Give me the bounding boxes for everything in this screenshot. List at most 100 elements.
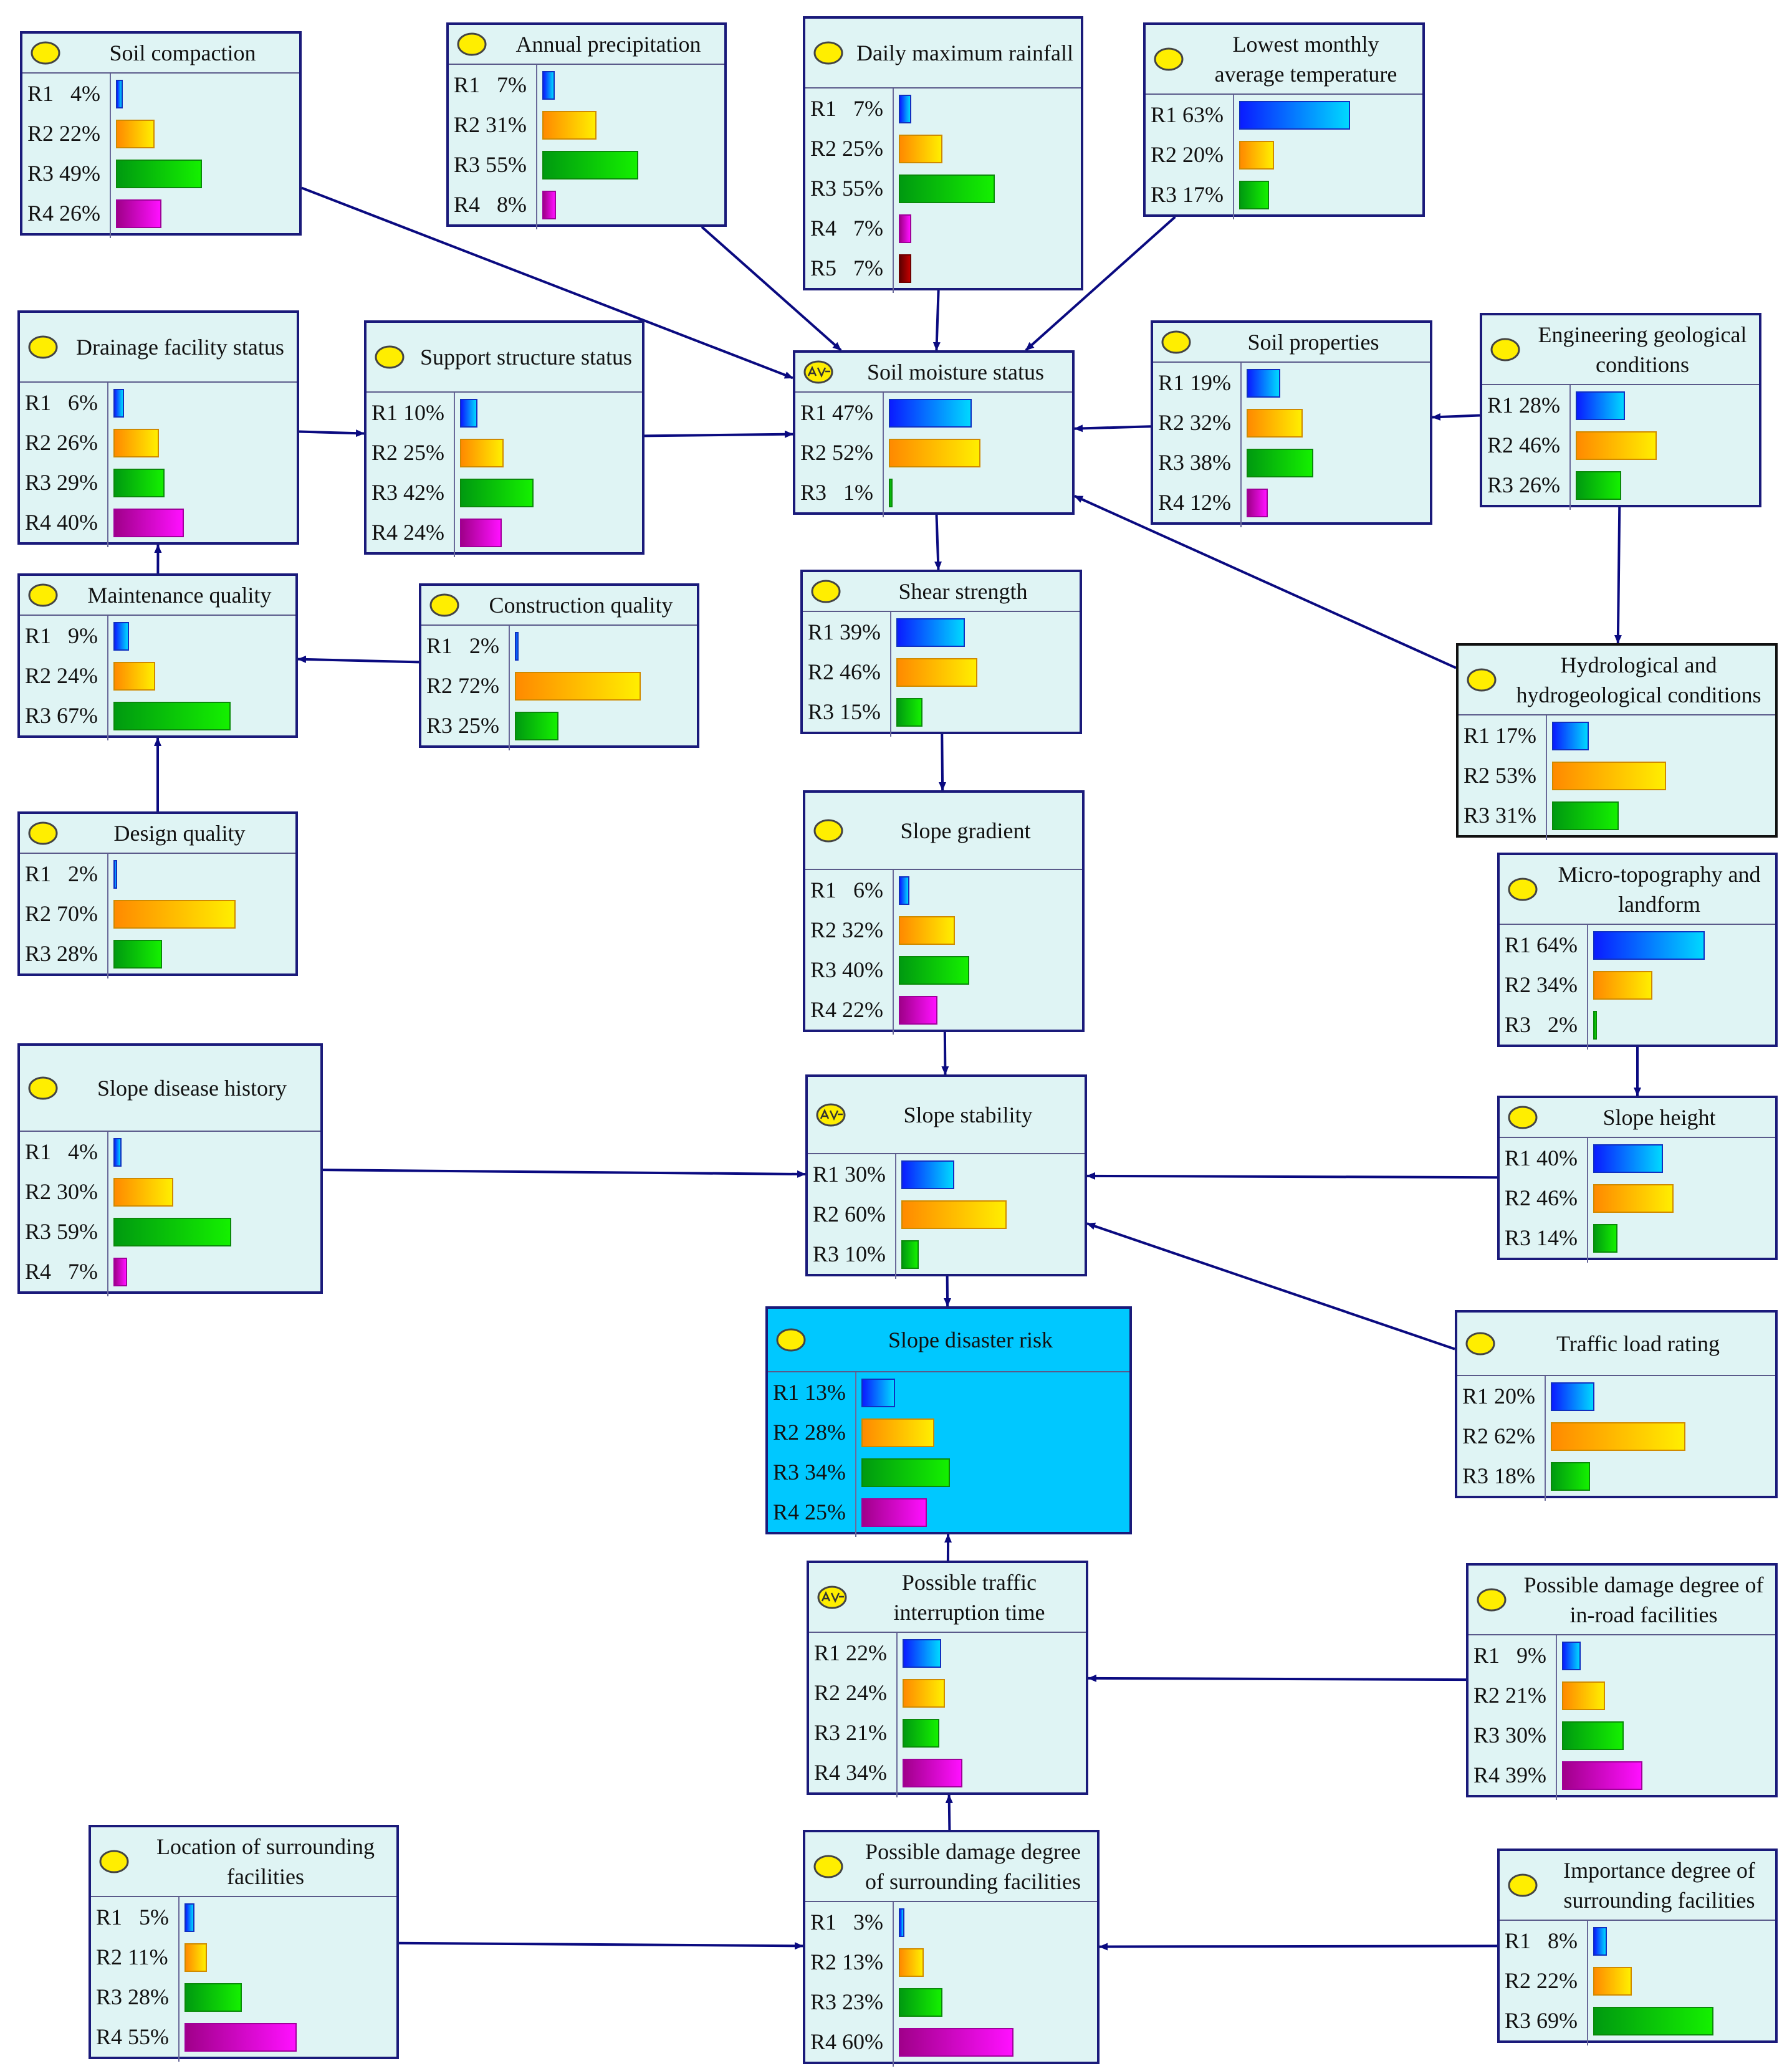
node-damage-surrounding-facilities[interactable]: Possible damage degree of surrounding fa…	[803, 1830, 1100, 2067]
state-row-r2: R2 20%	[1146, 135, 1422, 175]
probability-bar	[1593, 1927, 1607, 1956]
node-header: Micro-topography and landform	[1500, 855, 1775, 925]
state-row-r1: R1 9%	[20, 616, 295, 656]
node-damage-in-road-facilities[interactable]: Possible damage degree of in-road facili…	[1466, 1563, 1778, 1800]
state-label: R4 7%	[25, 1259, 98, 1284]
probability-bar	[901, 1160, 954, 1189]
node-title: Lowest monthly average temperature	[1214, 32, 1397, 87]
edge-engineering-geological-conditions-to-hydrological-conditions	[1614, 507, 1622, 644]
state-label: R1 10%	[371, 400, 444, 425]
state-label: R1 47%	[800, 400, 873, 425]
state-list: R1 2%R2 70%R3 28%	[20, 854, 295, 978]
probability-bar	[1239, 181, 1269, 209]
probability-bar	[460, 519, 502, 547]
state-label: R5 7%	[810, 256, 883, 280]
state-label: R2 13%	[810, 1949, 883, 1974]
node-header: Possible damage degree of in-road facili…	[1469, 1566, 1775, 1635]
state-label: R3 2%	[1505, 1012, 1578, 1037]
state-row-r3: R3 28%	[20, 934, 295, 973]
state-divider	[1546, 715, 1547, 840]
state-divider	[1545, 1376, 1546, 1501]
probability-bar	[1562, 1761, 1642, 1790]
state-list: R1 7%R2 31%R3 55%R4 8%	[449, 65, 724, 229]
probability-bar	[889, 439, 980, 467]
state-row-r4: R4 12%	[1153, 482, 1430, 522]
state-divider	[107, 383, 108, 547]
probability-bar	[1576, 431, 1657, 460]
probability-bar	[542, 71, 555, 100]
edge-traffic-load-rating-to-slope-stability	[1086, 1222, 1455, 1351]
state-label: R3 14%	[1505, 1225, 1578, 1250]
state-label: R3 23%	[810, 1989, 883, 2014]
state-row-r3: R3 59%	[20, 1212, 320, 1251]
av-icon	[816, 1103, 846, 1127]
state-label: R3 18%	[1462, 1463, 1535, 1488]
probability-bar	[113, 1218, 231, 1246]
state-row-r1: R1 63%	[1146, 95, 1422, 135]
state-row-r3: R3 1%	[795, 472, 1072, 512]
yellow-dot-icon	[813, 1855, 843, 1878]
state-row-r1: R1 8%	[1500, 1921, 1775, 1961]
state-row-r3: R3 49%	[22, 153, 299, 193]
state-row-r3: R3 28%	[91, 1977, 396, 2017]
edge-hydrological-conditions-to-soil-moisture-status	[1074, 495, 1457, 669]
state-label: R1 9%	[1473, 1643, 1546, 1668]
state-row-r2: R2 32%	[1153, 403, 1430, 442]
yellow-dot-icon	[28, 821, 58, 845]
state-label: R2 28%	[773, 1420, 846, 1445]
state-row-r3: R3 18%	[1457, 1456, 1775, 1496]
yellow-dot-icon	[28, 335, 58, 359]
state-divider	[895, 1154, 896, 1279]
state-divider	[1240, 363, 1242, 527]
state-label: R1 6%	[25, 390, 98, 415]
yellow-dot-icon	[811, 580, 841, 603]
state-label: R3 26%	[1487, 472, 1560, 497]
edge-damage-surrounding-facilities-to-possible-traffic-interruption-time	[945, 1794, 953, 1830]
state-row-r2: R2 46%	[803, 652, 1080, 692]
av-icon	[817, 1586, 847, 1609]
node-importance-surrounding-facilities[interactable]: Importance degree of surrounding facilit…	[1497, 1849, 1778, 2045]
node-lowest-monthly-average-temperature[interactable]: Lowest monthly average temperature R1 63%…	[1143, 22, 1425, 219]
state-label: R2 52%	[800, 440, 873, 465]
state-row-r3: R3 55%	[805, 168, 1081, 208]
probability-bar	[899, 214, 911, 243]
state-row-r4: R4 25%	[768, 1492, 1129, 1532]
probability-bar	[861, 1458, 950, 1487]
state-row-r4: R4 39%	[1469, 1755, 1775, 1795]
probability-bar	[113, 900, 236, 929]
node-soil-moisture-status[interactable]: Soil moisture status R1 47% R2 52% R3 1%	[793, 350, 1075, 517]
state-row-r1: R1 40%	[1500, 1138, 1775, 1178]
probability-bar	[896, 698, 922, 727]
probability-bar	[1552, 801, 1619, 830]
state-label: R4 34%	[814, 1760, 887, 1785]
node-title: Shear strength	[898, 579, 1028, 604]
state-row-r1: R1 13%	[768, 1372, 1129, 1412]
node-title: Soil moisture status	[866, 360, 1044, 385]
yellow-dot-icon	[813, 819, 843, 843]
state-divider	[110, 74, 111, 238]
state-label: R3 25%	[426, 713, 499, 738]
yellow-dot-icon	[776, 1328, 806, 1352]
node-hydrological-conditions[interactable]: Hydrological and hydrogeological conditi…	[1456, 643, 1778, 840]
